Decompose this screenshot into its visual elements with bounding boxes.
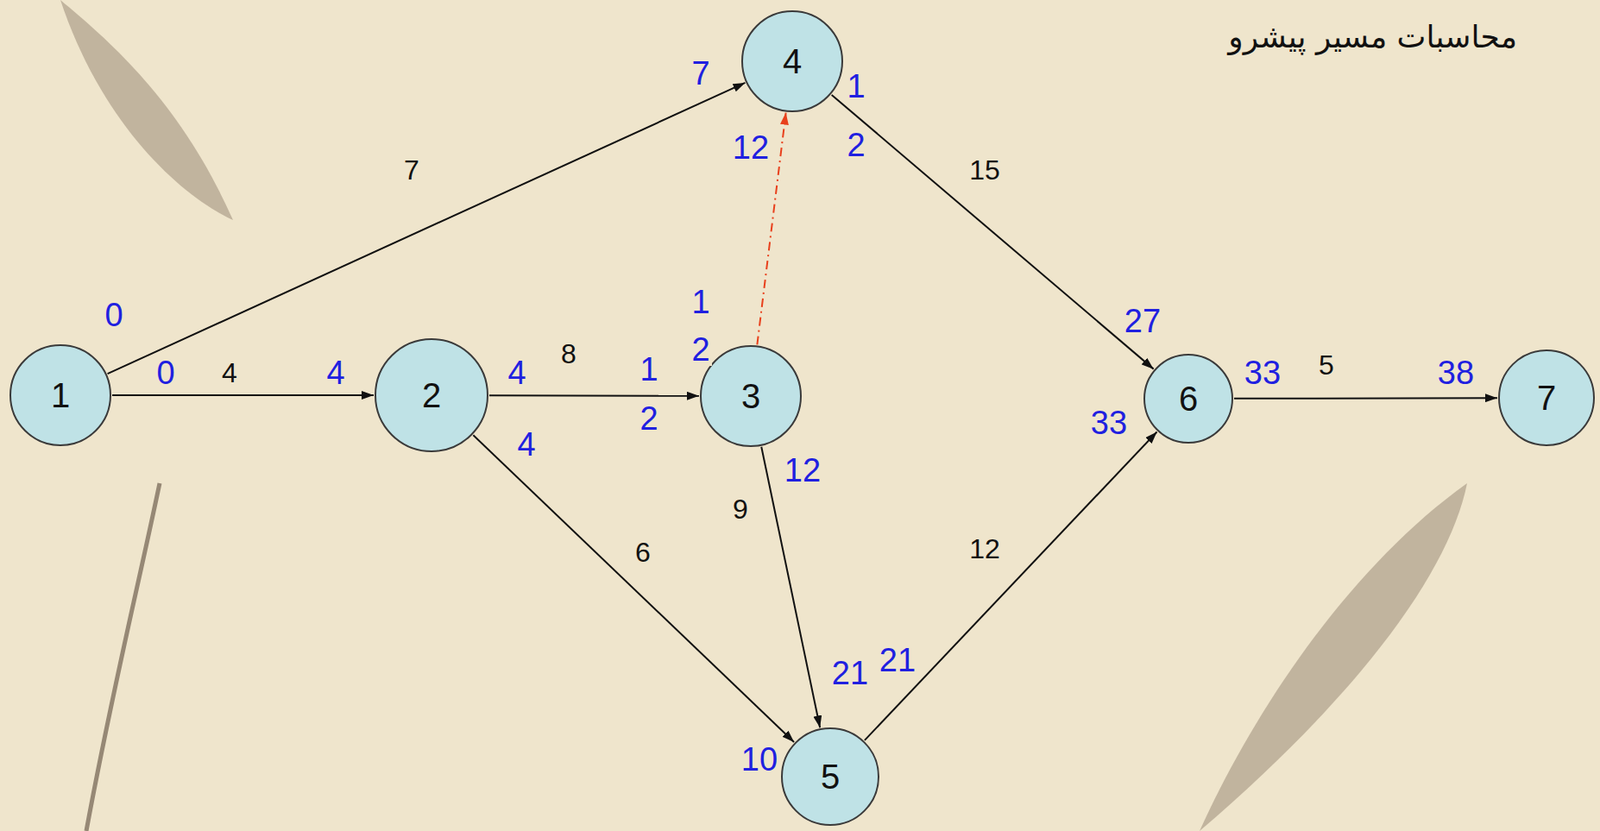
activity-duration: 4: [220, 359, 240, 387]
activity-arrow: [489, 394, 700, 397]
early-time: 0: [102, 298, 125, 332]
event-number: 7: [1537, 380, 1556, 416]
activity-duration: 7: [402, 156, 422, 184]
activity-arrow: [761, 447, 820, 728]
leaf: [60, 0, 234, 221]
event-number: 5: [820, 759, 840, 794]
event-number: 4: [782, 44, 802, 79]
activity-duration: 9: [730, 495, 750, 523]
event-circle: 6: [1143, 353, 1234, 444]
event-number: 1: [50, 377, 70, 413]
leaf: [1199, 483, 1468, 831]
event-circle: 4: [741, 10, 844, 113]
early-time: 27: [1122, 304, 1163, 338]
event-circle: 7: [1498, 349, 1595, 447]
early-time: 1: [844, 69, 867, 103]
activity-arrow: [1234, 396, 1498, 400]
early-time: 7: [689, 56, 712, 90]
activity-arrow: [107, 82, 746, 374]
early-time: 4: [324, 356, 347, 390]
activity-arrow: [864, 431, 1158, 740]
early-time: 0: [154, 356, 177, 390]
event-circle: 2: [374, 338, 489, 453]
activity-duration: 12: [967, 535, 1002, 563]
early-time: 10: [739, 743, 780, 776]
event-number: 2: [422, 377, 441, 413]
early-time: 12: [782, 453, 823, 487]
event-number: 6: [1178, 381, 1198, 416]
event-circle: 5: [781, 727, 880, 826]
diagram-title: محاسبات مسیر پیشرو: [1228, 18, 1518, 55]
early-time: 12: [730, 131, 771, 164]
activity-duration: 5: [1316, 351, 1336, 379]
branch: [86, 483, 160, 831]
activity-arrow: [472, 434, 794, 743]
event-number: 3: [741, 378, 761, 414]
early-time: 33: [1089, 406, 1129, 440]
early-time: 33: [1242, 356, 1283, 390]
event-circle: 3: [699, 345, 802, 448]
early-time: 2: [637, 402, 660, 435]
activity-duration: 15: [967, 156, 1002, 184]
early-time: 38: [1436, 356, 1476, 390]
early-time: 1: [689, 285, 712, 319]
activity-duration: 6: [633, 538, 653, 567]
early-time: 4: [505, 356, 528, 390]
early-time: 21: [877, 643, 918, 677]
activity-arrow: [831, 94, 1154, 370]
event-circle: 1: [9, 344, 112, 447]
early-time: 1: [637, 352, 660, 386]
early-time: 2: [689, 333, 712, 366]
early-time: 2: [844, 128, 867, 162]
activity-arrow: [112, 394, 374, 397]
early-time: 21: [830, 656, 870, 690]
early-time: 4: [515, 428, 537, 461]
activity-duration: 8: [559, 340, 579, 368]
